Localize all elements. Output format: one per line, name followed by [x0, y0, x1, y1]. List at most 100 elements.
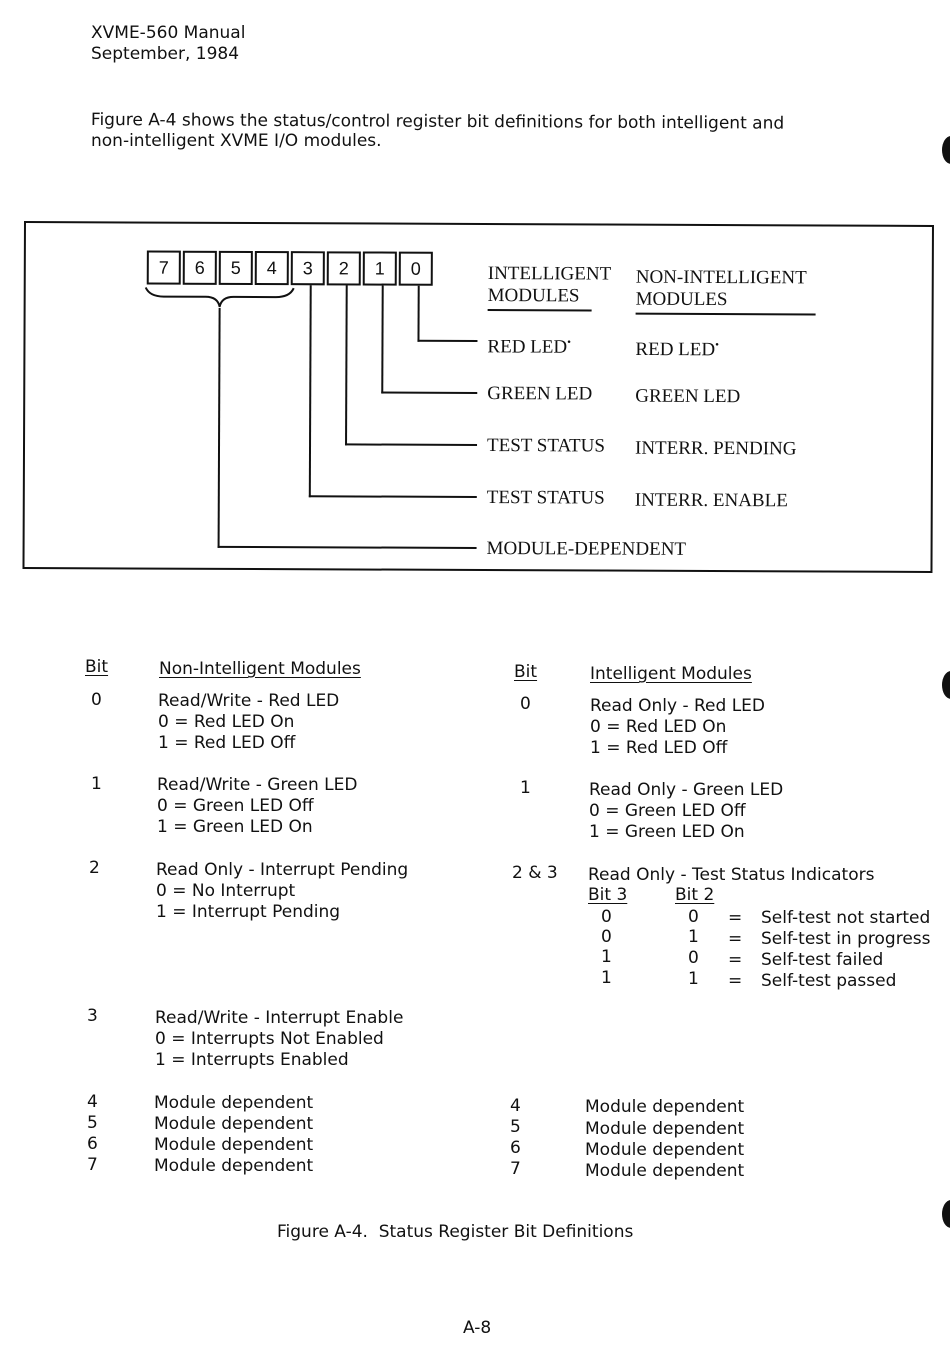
left-bit-3-line-3: 1 = Interrupts Enabled	[155, 1050, 349, 1070]
left-bit-0-line-1: Read/Write - Red LED	[158, 691, 340, 711]
right-bits-2-3-line-1: Read Only - Test Status Indicators	[588, 865, 875, 885]
test-status-header-bit2: Bit 2	[675, 885, 715, 905]
right-bit-0-line-1: Read Only - Red LED	[590, 696, 766, 716]
right-column-title: Intelligent Modules	[590, 664, 752, 684]
intelligent-bit-0: RED LED•	[487, 336, 572, 358]
left-bit-5-desc: Module dependent	[154, 1114, 314, 1134]
right-bit-4-desc: Module dependent	[585, 1097, 745, 1117]
test-status-row-2-b3: 0	[601, 927, 612, 947]
header-intelligent-line1: INTELLIGENT	[487, 263, 612, 285]
bit-cell-7: 7	[146, 250, 181, 285]
bits-7-4-brace	[144, 287, 295, 308]
binder-mark	[942, 671, 950, 699]
test-status-row-4-desc: Self-test passed	[761, 971, 897, 991]
bit-cell-5: 5	[218, 250, 253, 285]
test-status-row-3-b2: 0	[688, 948, 699, 968]
left-bit-5: 5	[87, 1113, 98, 1133]
right-bit-4: 4	[510, 1096, 521, 1116]
left-bit-2: 2	[89, 858, 100, 878]
left-bit-7: 7	[87, 1155, 98, 1175]
left-bit-6: 6	[87, 1134, 98, 1154]
test-status-header-bit3: Bit 3	[588, 885, 628, 905]
header-intelligent-line2: MODULES	[487, 285, 580, 307]
left-bit-6-desc: Module dependent	[154, 1135, 314, 1155]
left-bit-0-line-2: 0 = Red LED On	[158, 712, 295, 732]
right-bit-0: 0	[520, 694, 531, 714]
test-status-row-3-desc: Self-test failed	[761, 950, 884, 970]
test-status-row-3-b3: 1	[601, 947, 612, 967]
test-status-row-1-b2: 0	[688, 907, 699, 927]
connector-bits-7-4	[217, 307, 221, 548]
test-status-row-4-eq: =	[728, 971, 743, 991]
test-status-row-3-eq: =	[728, 950, 743, 970]
right-bit-1: 1	[520, 778, 531, 798]
header-non-intelligent-line2: MODULES	[635, 288, 728, 311]
manual-date: September, 1984	[91, 44, 240, 64]
left-bit-2-line-1: Read Only - Interrupt Pending	[156, 860, 409, 880]
left-bit-1: 1	[91, 774, 102, 794]
binder-mark	[942, 1200, 950, 1228]
left-bit-header: Bit	[85, 657, 109, 677]
test-status-row-1-desc: Self-test not started	[761, 908, 931, 928]
left-bit-2-line-3: 1 = Interrupt Pending	[156, 902, 341, 922]
right-bit-5-desc: Module dependent	[585, 1119, 745, 1139]
right-bit-1-line-2: 0 = Green LED Off	[589, 801, 746, 821]
page-number: A-8	[463, 1318, 492, 1338]
bit-cell-1: 1	[362, 251, 397, 286]
left-bit-3-line-1: Read/Write - Interrupt Enable	[155, 1008, 404, 1028]
header-non-intelligent-line1: NON-INTELLIGENT	[635, 266, 807, 289]
test-status-row-2-desc: Self-test in progress	[761, 929, 931, 949]
intro-line-2: non-intelligent XVME I/O modules.	[91, 131, 382, 151]
right-bit-0-line-2: 0 = Red LED On	[590, 717, 727, 737]
test-status-row-4-b3: 1	[601, 968, 612, 988]
left-bit-1-line-3: 1 = Green LED On	[157, 817, 313, 837]
non-intelligent-bit-3: INTERR. ENABLE	[634, 489, 788, 512]
right-bit-1-line-1: Read Only - Green LED	[589, 780, 784, 800]
left-bit-4: 4	[87, 1092, 98, 1112]
left-bit-7-desc: Module dependent	[154, 1156, 314, 1176]
right-bit-1-line-3: 1 = Green LED On	[589, 822, 745, 842]
left-bit-3-line-2: 0 = Interrupts Not Enabled	[155, 1029, 384, 1049]
connector-bit-3	[308, 285, 312, 498]
bit-cell-6: 6	[182, 250, 217, 285]
left-bit-1-line-1: Read/Write - Green LED	[157, 775, 358, 795]
bit-cell-2: 2	[326, 251, 361, 286]
intelligent-bit-3: TEST STATUS	[486, 487, 605, 509]
intelligent-bit-2: TEST STATUS	[486, 435, 606, 457]
bit-cell-4: 4	[254, 251, 289, 286]
connector-bit-1	[381, 285, 384, 394]
module-dependent-label: MODULE-DEPENDENT	[486, 538, 687, 560]
left-bit-2-line-2: 0 = No Interrupt	[156, 881, 296, 901]
figure-caption: Figure A-4. Status Register Bit Definiti…	[277, 1222, 634, 1242]
non-intelligent-bit-0: RED LED•	[635, 338, 720, 361]
right-bit-5: 5	[510, 1117, 521, 1137]
right-bits-2-3: 2 & 3	[512, 863, 558, 883]
test-status-row-2-b2: 1	[688, 927, 699, 947]
test-status-row-1-eq: =	[728, 908, 743, 928]
right-bit-7: 7	[510, 1159, 521, 1179]
non-intelligent-bit-1: GREEN LED	[635, 385, 741, 408]
test-status-row-2-eq: =	[728, 929, 743, 949]
right-bit-0-line-3: 1 = Red LED Off	[590, 738, 728, 758]
left-bit-3: 3	[87, 1006, 98, 1026]
left-bit-0: 0	[91, 690, 102, 710]
left-bit-0-line-3: 1 = Red LED Off	[158, 733, 296, 753]
left-column-title: Non-Intelligent Modules	[159, 659, 361, 679]
bit-cell-0: 0	[398, 251, 433, 286]
right-bit-6: 6	[510, 1138, 521, 1158]
binder-mark	[942, 136, 950, 164]
bit-cell-3: 3	[290, 251, 325, 286]
right-bit-6-desc: Module dependent	[585, 1140, 745, 1160]
connector-bit-0	[417, 285, 420, 342]
connector-bit-2	[345, 285, 348, 446]
right-bit-7-desc: Module dependent	[585, 1161, 745, 1181]
left-bit-4-desc: Module dependent	[154, 1093, 314, 1113]
intelligent-bit-1: GREEN LED	[487, 383, 593, 405]
test-status-row-1-b3: 0	[601, 907, 612, 927]
register-diagram: 7 6 5 4 3 2 1 0 INTELLIGENT MODULES NON-…	[22, 221, 934, 573]
left-bit-1-line-2: 0 = Green LED Off	[157, 796, 314, 816]
test-status-row-4-b2: 1	[688, 969, 699, 989]
non-intelligent-bit-2: INTERR. PENDING	[634, 437, 797, 460]
right-bit-header: Bit	[514, 662, 538, 682]
manual-title: XVME-560 Manual	[91, 23, 246, 43]
